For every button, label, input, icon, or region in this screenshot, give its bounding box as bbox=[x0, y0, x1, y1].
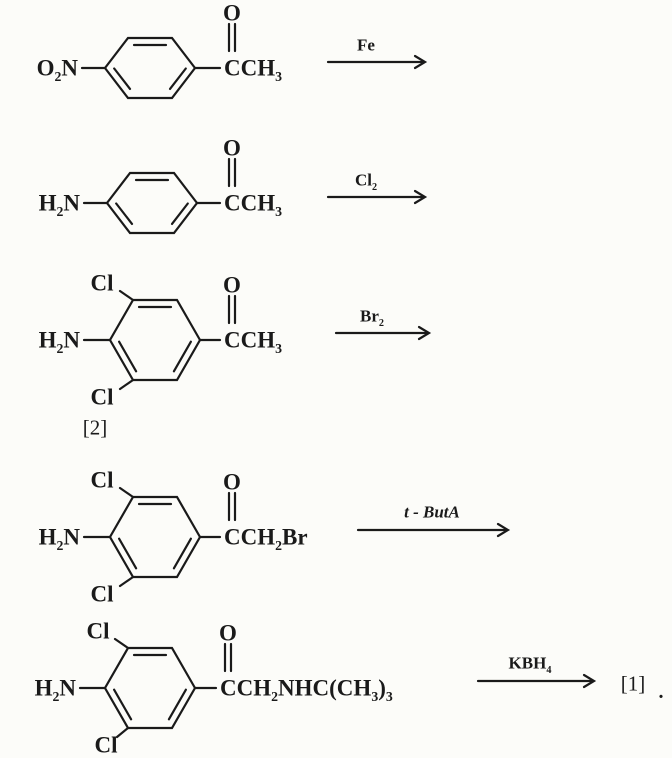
benzene-ring bbox=[108, 298, 202, 382]
carbonyl-double-bond bbox=[227, 491, 237, 522]
reaction-arrow bbox=[326, 189, 428, 205]
carbonyl-oxygen-label: O bbox=[223, 0, 241, 26]
structure-row-5 bbox=[78, 637, 597, 739]
chlorine-substituent-label: Cl bbox=[94, 732, 118, 758]
acyl-chain-formula: CCH3 bbox=[224, 327, 283, 357]
nitro-group-label: O2N bbox=[36, 55, 78, 85]
benzene-ring bbox=[105, 171, 199, 235]
carbonyl-oxygen-label: O bbox=[223, 469, 241, 495]
carbonyl-oxygen-label: O bbox=[223, 272, 241, 298]
reaction-arrow bbox=[334, 325, 432, 341]
structure-row-4 bbox=[82, 486, 511, 588]
reagent-label: KBH4 bbox=[508, 653, 552, 676]
reaction-arrow bbox=[326, 54, 428, 70]
carbonyl-oxygen-label: O bbox=[223, 135, 241, 161]
structure-row-2 bbox=[82, 157, 428, 235]
chlorine-substituent-label: Cl bbox=[86, 618, 110, 644]
acyl-chain-formula: CCH2Br bbox=[224, 524, 308, 554]
reaction-arrow bbox=[356, 522, 511, 538]
amine-group-label: H2N bbox=[38, 190, 80, 220]
amine-group-label: H2N bbox=[38, 327, 80, 357]
reaction-arrow bbox=[476, 673, 597, 689]
benzene-ring bbox=[108, 495, 202, 579]
amine-group-label: H2N bbox=[38, 524, 80, 554]
bond-line bbox=[113, 637, 130, 650]
chlorine-substituent-label: Cl bbox=[90, 270, 114, 296]
bond-line bbox=[115, 726, 130, 739]
acyl-chain-formula: CCH3 bbox=[224, 190, 283, 220]
reagent-label: Br2 bbox=[360, 306, 384, 329]
structure-row-3 bbox=[82, 289, 432, 391]
compound-number-label: [2] bbox=[82, 415, 108, 440]
carbonyl-oxygen-label: O bbox=[219, 620, 237, 646]
benzene-ring bbox=[103, 646, 197, 730]
acyl-chain-formula: CCH2NHC(CH3)3 bbox=[220, 675, 393, 705]
chlorine-substituent-label: Cl bbox=[90, 467, 114, 493]
chlorine-substituent-label: Cl bbox=[90, 581, 114, 607]
bond-line bbox=[118, 575, 135, 588]
chlorine-substituent-label: Cl bbox=[90, 384, 114, 410]
reagent-label: Fe bbox=[357, 35, 375, 55]
benzene-ring bbox=[103, 36, 197, 100]
product-number-label: [1] bbox=[620, 671, 646, 696]
acyl-chain-formula: CCH3 bbox=[224, 55, 283, 85]
structure-row-1 bbox=[80, 22, 428, 100]
bond-line bbox=[118, 378, 135, 391]
amine-group-label: H2N bbox=[34, 675, 76, 705]
carbonyl-double-bond bbox=[227, 22, 237, 53]
bond-line bbox=[118, 289, 135, 302]
carbonyl-double-bond bbox=[227, 157, 237, 188]
carbonyl-double-bond bbox=[223, 642, 233, 673]
reagent-label: Cl2 bbox=[354, 170, 378, 193]
carbonyl-double-bond bbox=[227, 294, 237, 325]
bond-line bbox=[118, 486, 135, 499]
trailing-period: . bbox=[658, 681, 664, 703]
reagent-label: t - ButA bbox=[404, 502, 460, 522]
